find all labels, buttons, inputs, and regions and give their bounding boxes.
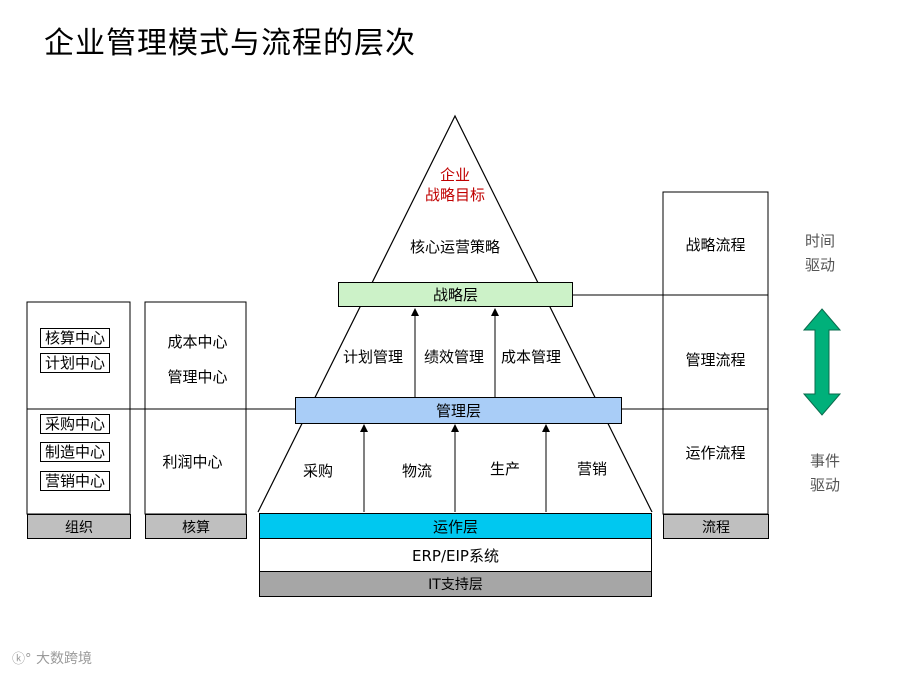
process-operations: 运作流程 xyxy=(685,444,746,462)
page-title: 企业管理模式与流程的层次 xyxy=(44,26,416,61)
strategy-layer: 战略层 xyxy=(338,282,573,307)
process-management: 管理流程 xyxy=(685,351,746,369)
watermark-text: 大数跨境 xyxy=(35,651,92,667)
process-footer: 流程 xyxy=(663,514,769,539)
event-driven-line2: 驱动 xyxy=(809,476,840,494)
mgmt-item-plan: 计划管理 xyxy=(342,348,403,366)
org-planning-center: 计划中心 xyxy=(40,353,111,373)
acct-profit-center: 利润中心 xyxy=(162,453,223,471)
pyramid-top-line2: 战略目标 xyxy=(424,186,485,204)
event-driven-line1: 事件 xyxy=(809,452,840,470)
ops-item-logistics: 物流 xyxy=(401,462,432,480)
management-layer: 管理层 xyxy=(295,397,622,424)
org-footer: 组织 xyxy=(27,514,131,539)
mgmt-item-performance: 绩效管理 xyxy=(423,348,484,366)
pyramid-top-line1: 企业 xyxy=(439,166,470,184)
operations-layer: 运作层 xyxy=(259,513,652,539)
accounting-footer: 核算 xyxy=(145,514,247,539)
watermark: ⓚ° 大数跨境 xyxy=(12,648,92,668)
time-driven-line1: 时间 xyxy=(804,232,835,250)
time-event-arrow xyxy=(802,308,842,416)
org-manufacturing-center: 制造中心 xyxy=(40,442,111,462)
pyramid-outline xyxy=(257,114,653,513)
mgmt-item-cost: 成本管理 xyxy=(500,348,561,366)
acct-management-center: 管理中心 xyxy=(167,368,228,386)
strategy-description: 核心运营策略 xyxy=(409,238,500,256)
erp-layer: ERP/EIP系统 xyxy=(259,538,652,572)
ops-item-production: 生产 xyxy=(489,460,520,478)
org-purchase-center: 采购中心 xyxy=(40,414,111,434)
it-support-layer: IT支持层 xyxy=(259,571,652,597)
time-driven-line2: 驱动 xyxy=(804,256,835,274)
process-strategy: 战略流程 xyxy=(685,236,746,254)
org-accounting-center: 核算中心 xyxy=(40,328,111,348)
ops-item-marketing: 营销 xyxy=(576,460,607,478)
watermark-logo-icon: ⓚ° xyxy=(12,652,32,667)
acct-cost-center: 成本中心 xyxy=(167,333,228,351)
org-marketing-center: 营销中心 xyxy=(40,471,111,491)
ops-item-purchase: 采购 xyxy=(302,462,333,480)
